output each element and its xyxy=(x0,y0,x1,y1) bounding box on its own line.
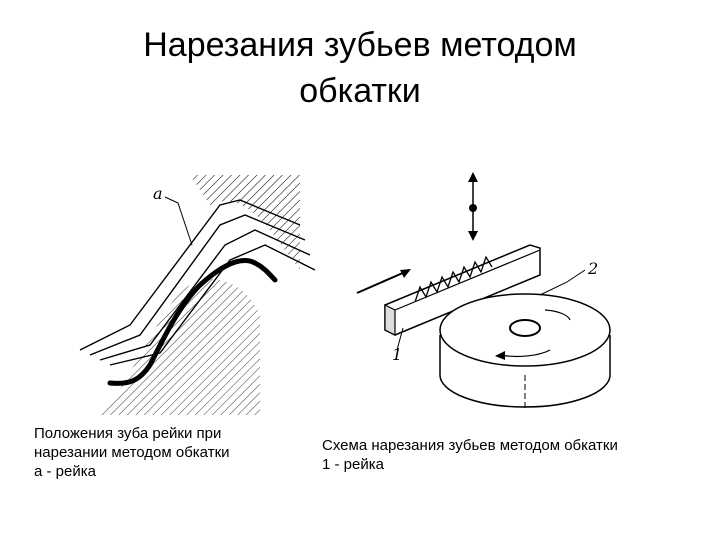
caption-left: Положения зуба рейки при нарезании метод… xyxy=(34,424,230,481)
rolling-method-scheme-figure: 1 2 xyxy=(356,172,611,410)
horizontal-feed-arrow xyxy=(356,271,406,294)
label-a: a xyxy=(153,184,163,203)
hatched-rack-region xyxy=(190,175,300,270)
label-1-leader xyxy=(396,327,404,351)
gear-blank xyxy=(439,293,611,410)
rack-tool xyxy=(384,244,541,336)
label-2-leader xyxy=(539,269,586,296)
slide-title: Нарезания зубьев методом обкатки xyxy=(0,22,720,114)
label-1: 1 xyxy=(392,345,402,364)
label-a-leader xyxy=(164,196,193,246)
rack-tooth-positions-figure: a xyxy=(79,175,316,415)
tooth-position-line-1 xyxy=(79,199,301,351)
label-2: 2 xyxy=(587,259,598,278)
tooth-position-line-3 xyxy=(99,229,311,361)
caption-right: Схема нарезания зубьев методом обкатки 1… xyxy=(322,436,618,474)
caption-left-line-2: нарезании методом обкатки xyxy=(34,444,230,461)
caption-right-line-2: 1 - рейка xyxy=(322,456,384,473)
slide-title-line-1: Нарезания зубьев методом xyxy=(143,26,577,64)
involute-profile-curve xyxy=(107,257,278,386)
caption-right-line-1: Схема нарезания зубьев методом обкатки xyxy=(322,437,618,454)
caption-left-line-1: Положения зуба рейки при xyxy=(34,425,222,442)
tooth-position-line-2 xyxy=(89,214,306,356)
tooth-position-line-4 xyxy=(109,244,316,366)
slide-title-line-2: обкатки xyxy=(299,72,421,110)
hatched-blank-region xyxy=(100,278,260,415)
caption-left-line-3: а - рейка xyxy=(34,463,96,480)
